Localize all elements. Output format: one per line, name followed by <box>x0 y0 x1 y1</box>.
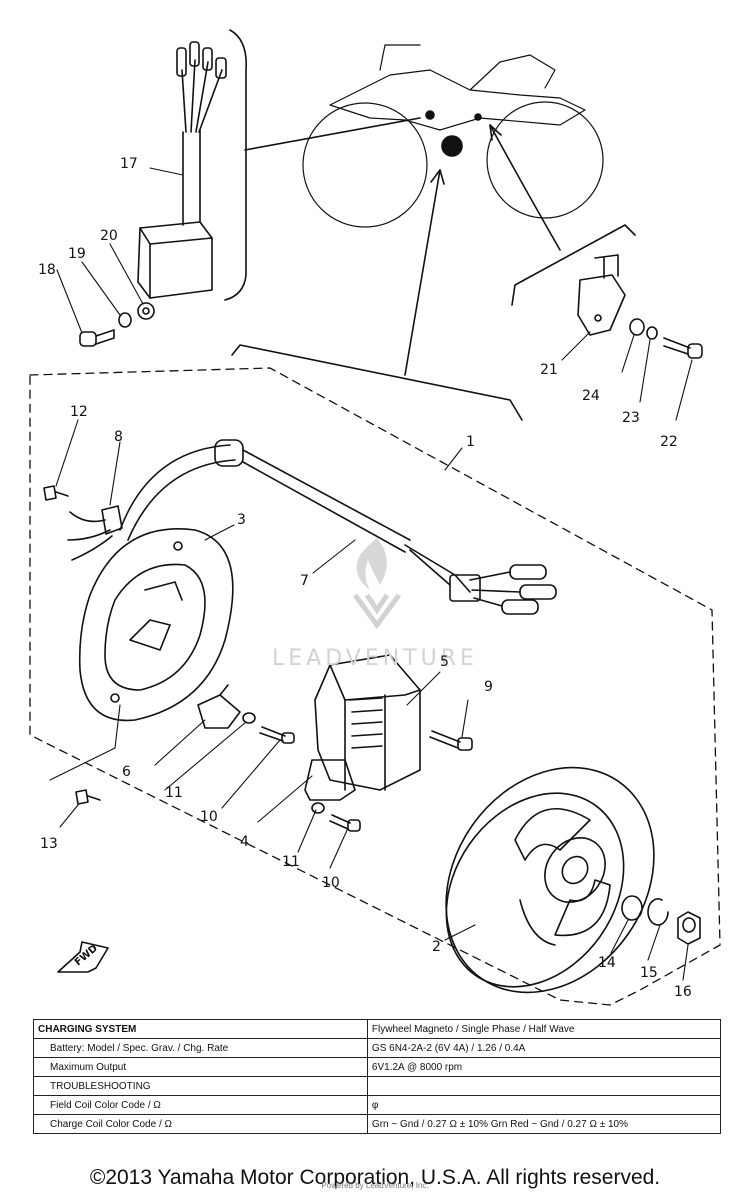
location-arrows <box>244 117 561 376</box>
coil-screw <box>429 730 473 751</box>
spec-row: CHARGING SYSTEM Flywheel Magneto / Singl… <box>33 1019 722 1039</box>
fwd-arrow-marker <box>57 941 109 973</box>
spec-row: Maximum Output 6V1.2A @ 8000 rpm <box>33 1057 722 1077</box>
rectifier <box>577 254 626 336</box>
callout-24: 24 <box>582 388 600 404</box>
callout-23: 23 <box>622 410 640 426</box>
callout-17: 17 <box>120 156 138 172</box>
spec-row: TROUBLESHOOTING <box>33 1076 722 1096</box>
spec-value: Flywheel Magneto / Single Phase / Half W… <box>366 1019 722 1039</box>
regulator-washer <box>137 302 155 320</box>
callout-7: 7 <box>300 573 309 589</box>
callout-14: 14 <box>598 955 616 971</box>
callout-10-upper: 10 <box>200 809 218 825</box>
lead-wire-harness <box>119 439 557 615</box>
contact-breaker <box>197 684 241 729</box>
clamp-screw <box>43 485 69 501</box>
group-bracket-magneto <box>231 344 523 421</box>
spec-label: Maximum Output <box>33 1057 368 1077</box>
spec-value: Grn ~ Gnd / 0.27 Ω ± 10% Grn Red ~ Gnd /… <box>366 1114 722 1134</box>
group-bracket-rectifier <box>511 224 636 306</box>
spec-value: φ <box>366 1095 722 1115</box>
motorcycle-silhouette <box>302 44 604 228</box>
callout-4: 4 <box>240 834 249 850</box>
callout-leaders <box>49 167 693 981</box>
rectifier-location-dot <box>474 113 482 121</box>
spec-value: GS 6N4-2A-2 (6V 4A) / 1.26 / 0.4A <box>366 1038 722 1058</box>
copyright-notice: ©2013 Yamaha Motor Corporation, U.S.A. A… <box>89 1166 661 1189</box>
callout-12: 12 <box>70 404 88 420</box>
regulator-lock-washer <box>118 312 132 328</box>
spec-value: 6V1.2A @ 8000 rpm <box>366 1057 722 1077</box>
coil-washer <box>311 802 325 814</box>
spec-row: Battery: Model / Spec. Grav. / Chg. Rate… <box>33 1038 722 1058</box>
callout-1: 1 <box>466 434 475 450</box>
regulator-location-dot <box>425 110 435 120</box>
callout-3: 3 <box>237 512 246 528</box>
charging-system-spec-table: CHARGING SYSTEM Flywheel Magneto / Singl… <box>33 1019 722 1134</box>
callout-15: 15 <box>640 965 658 981</box>
callout-16: 16 <box>674 984 692 1000</box>
breaker-screw <box>259 726 295 744</box>
flywheel-nut <box>677 911 701 945</box>
stator-coil <box>304 654 421 801</box>
callout-6: 6 <box>122 764 131 780</box>
watermark-text: LEADVENTURE <box>272 646 478 671</box>
flywheel-lock-washer <box>647 898 669 926</box>
flywheel-washer <box>621 895 643 921</box>
spec-label: TROUBLESHOOTING <box>33 1076 368 1096</box>
base-plate-screw <box>75 789 101 805</box>
rectifier-washer <box>629 318 645 336</box>
rectifier-screw <box>663 337 703 359</box>
callout-10-lower: 10 <box>322 875 340 891</box>
spec-value <box>366 1076 722 1096</box>
callout-13: 13 <box>40 836 58 852</box>
flywheel-rotor <box>445 766 655 994</box>
callout-11-lower: 11 <box>282 854 300 870</box>
callout-8: 8 <box>114 429 123 445</box>
callout-5: 5 <box>440 654 449 670</box>
breaker-washer <box>242 712 256 724</box>
callout-11-upper: 11 <box>165 785 183 801</box>
regulator-screw <box>79 329 115 347</box>
callout-19: 19 <box>68 246 86 262</box>
callout-21: 21 <box>540 362 558 378</box>
callout-22: 22 <box>660 434 678 450</box>
rectifier-lock-washer <box>646 326 658 340</box>
spec-label: CHARGING SYSTEM <box>33 1019 368 1039</box>
spec-row: Charge Coil Color Code / Ω Grn ~ Gnd / 0… <box>33 1114 722 1134</box>
parts-diagram: LEADVENTURE FWD 1 2 3 4 5 6 7 8 9 10 10 … <box>29 29 721 1006</box>
voltage-regulator <box>137 41 227 299</box>
assembly-outline <box>29 367 721 1006</box>
cable-clamp <box>67 505 123 561</box>
spec-row: Field Coil Color Code / Ω φ <box>33 1095 722 1115</box>
spec-label: Charge Coil Color Code / Ω <box>33 1114 368 1134</box>
spec-label: Field Coil Color Code / Ω <box>33 1095 368 1115</box>
stator-base-plate <box>78 528 234 722</box>
callout-2: 2 <box>432 939 441 955</box>
coil-mount-screw <box>329 814 361 832</box>
watermark: LEADVENTURE <box>272 538 478 671</box>
spec-label: Battery: Model / Spec. Grav. / Chg. Rate <box>33 1038 368 1058</box>
callout-18: 18 <box>38 262 56 278</box>
callout-9: 9 <box>484 679 493 695</box>
callout-20: 20 <box>100 228 118 244</box>
magneto-location-dot <box>441 135 463 157</box>
powered-by-notice: Powered by LeadVenture, Inc. <box>321 1181 429 1190</box>
group-bracket-regulator <box>224 29 247 301</box>
